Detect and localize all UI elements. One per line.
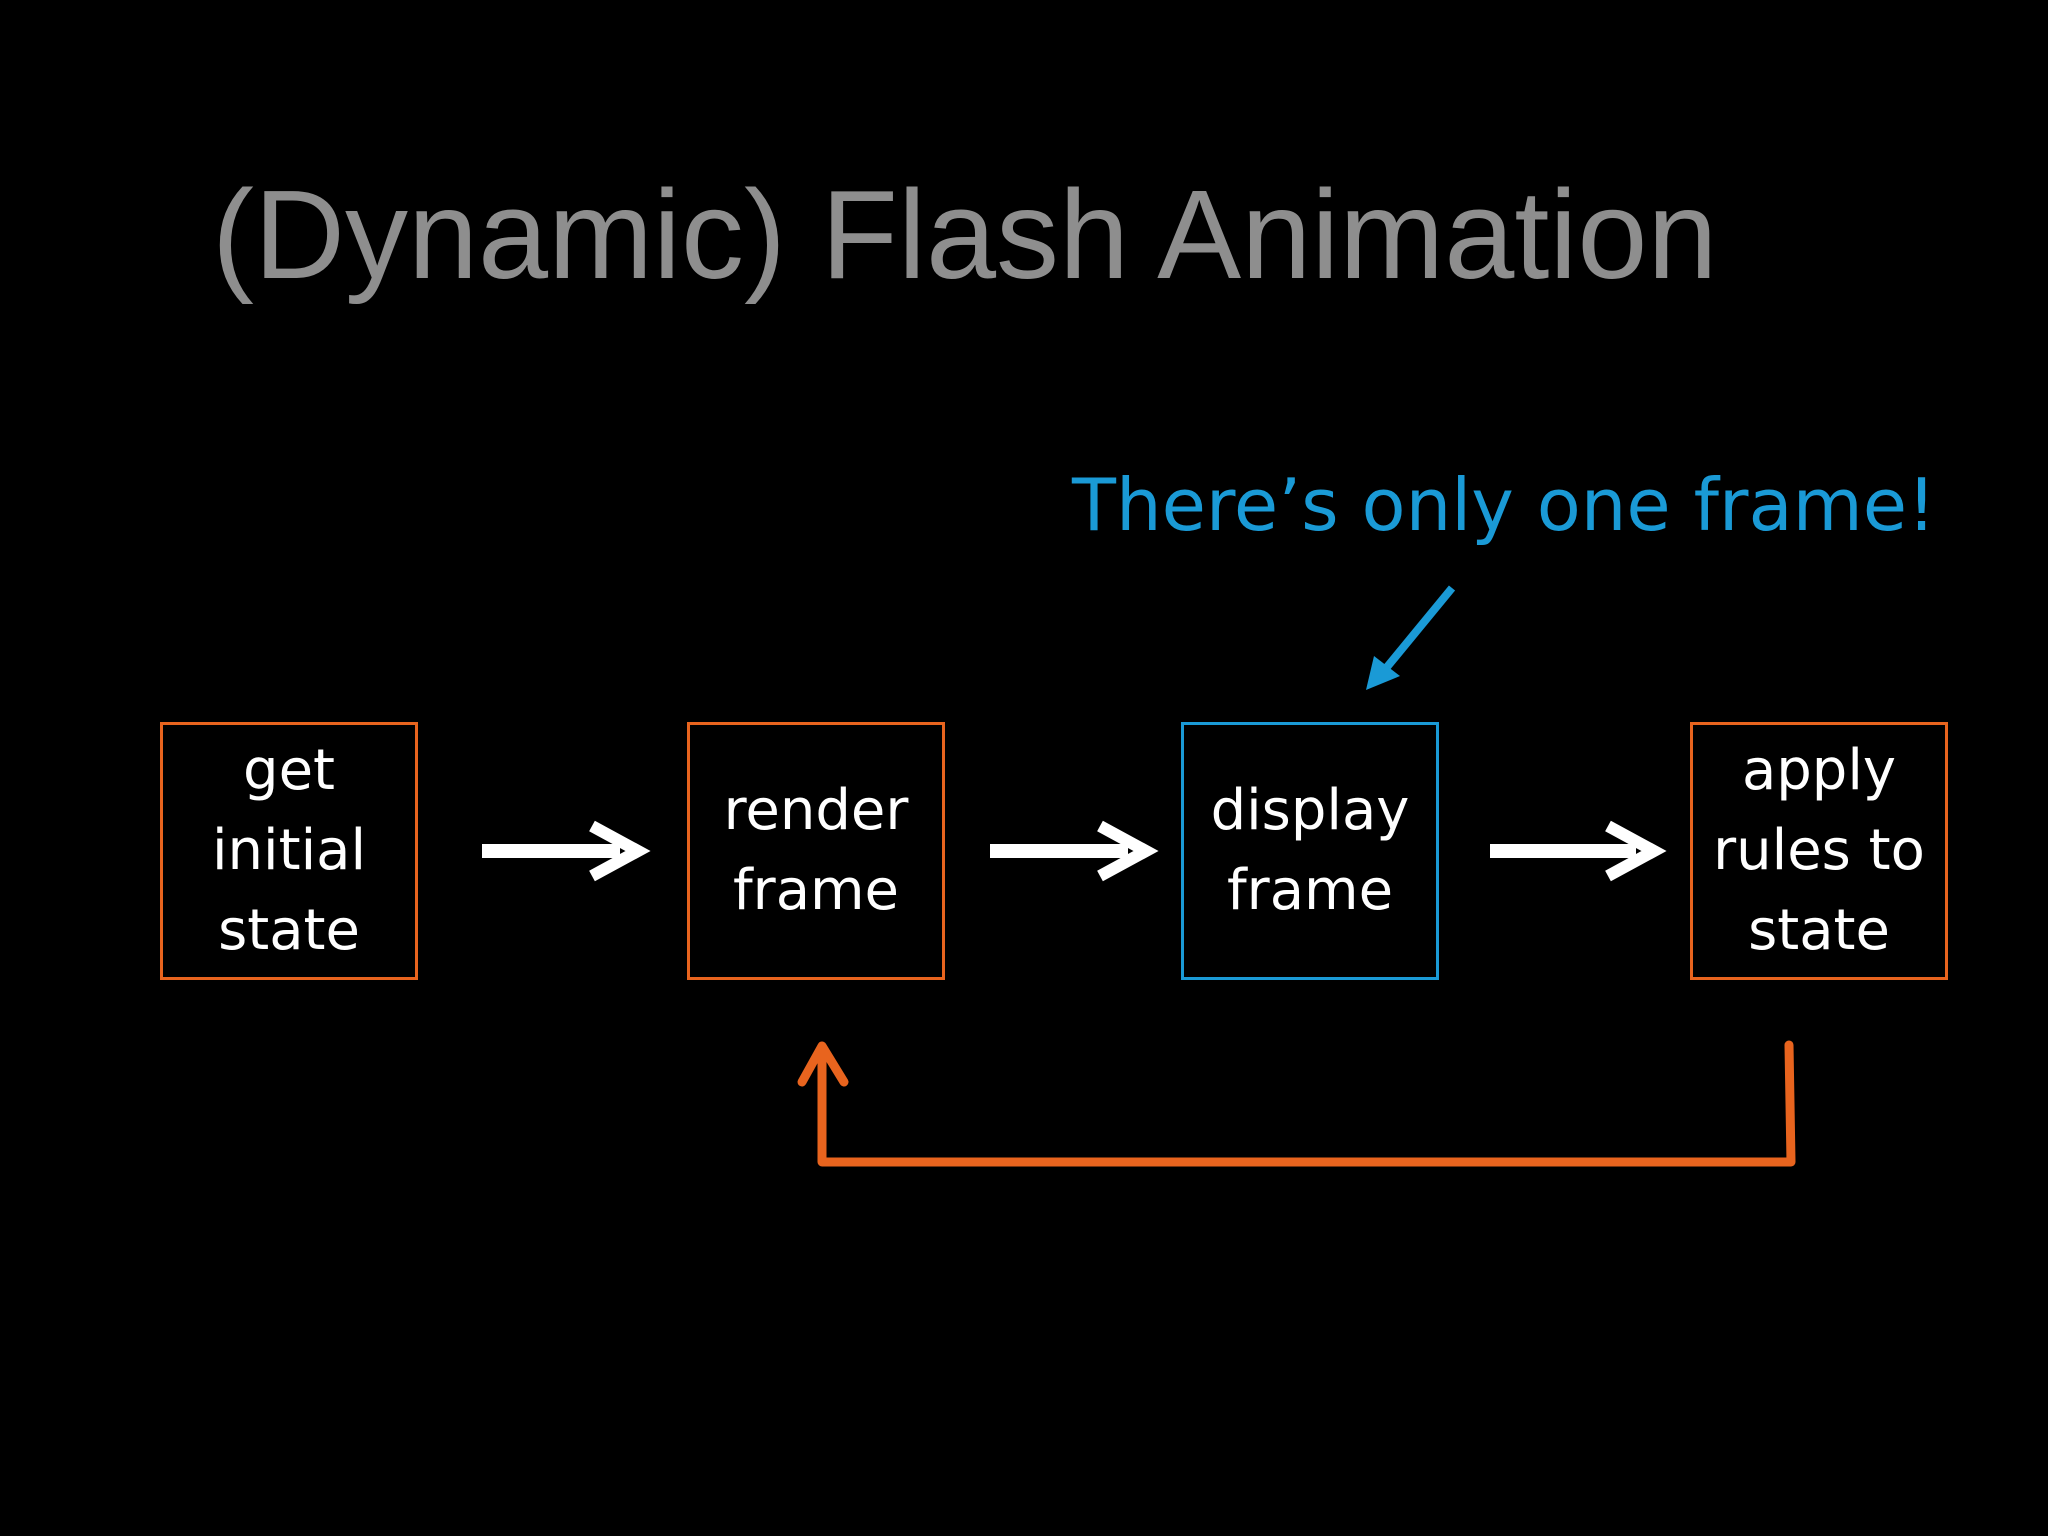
step-label: apply rules to state [1713,738,1925,963]
step-label: render frame [723,778,909,923]
step-render-frame: render frame [687,722,945,980]
step-label: get initial state [212,738,366,963]
step-display-frame: display frame [1181,722,1439,980]
step-get-initial-state: get initial state [160,722,418,980]
step-label: display frame [1210,778,1410,923]
flow-arrow-1 [482,820,651,882]
callout-text: There’s only one frame! [1072,463,1936,547]
slide-title: (Dynamic) Flash Animation [212,164,1718,305]
flow-arrow-3 [1490,820,1667,882]
callout-arrow [1366,585,1456,690]
loop-back-arrow [797,1040,1796,1167]
step-apply-rules-to-state: apply rules to state [1690,722,1948,980]
flow-arrow-2 [990,820,1159,882]
